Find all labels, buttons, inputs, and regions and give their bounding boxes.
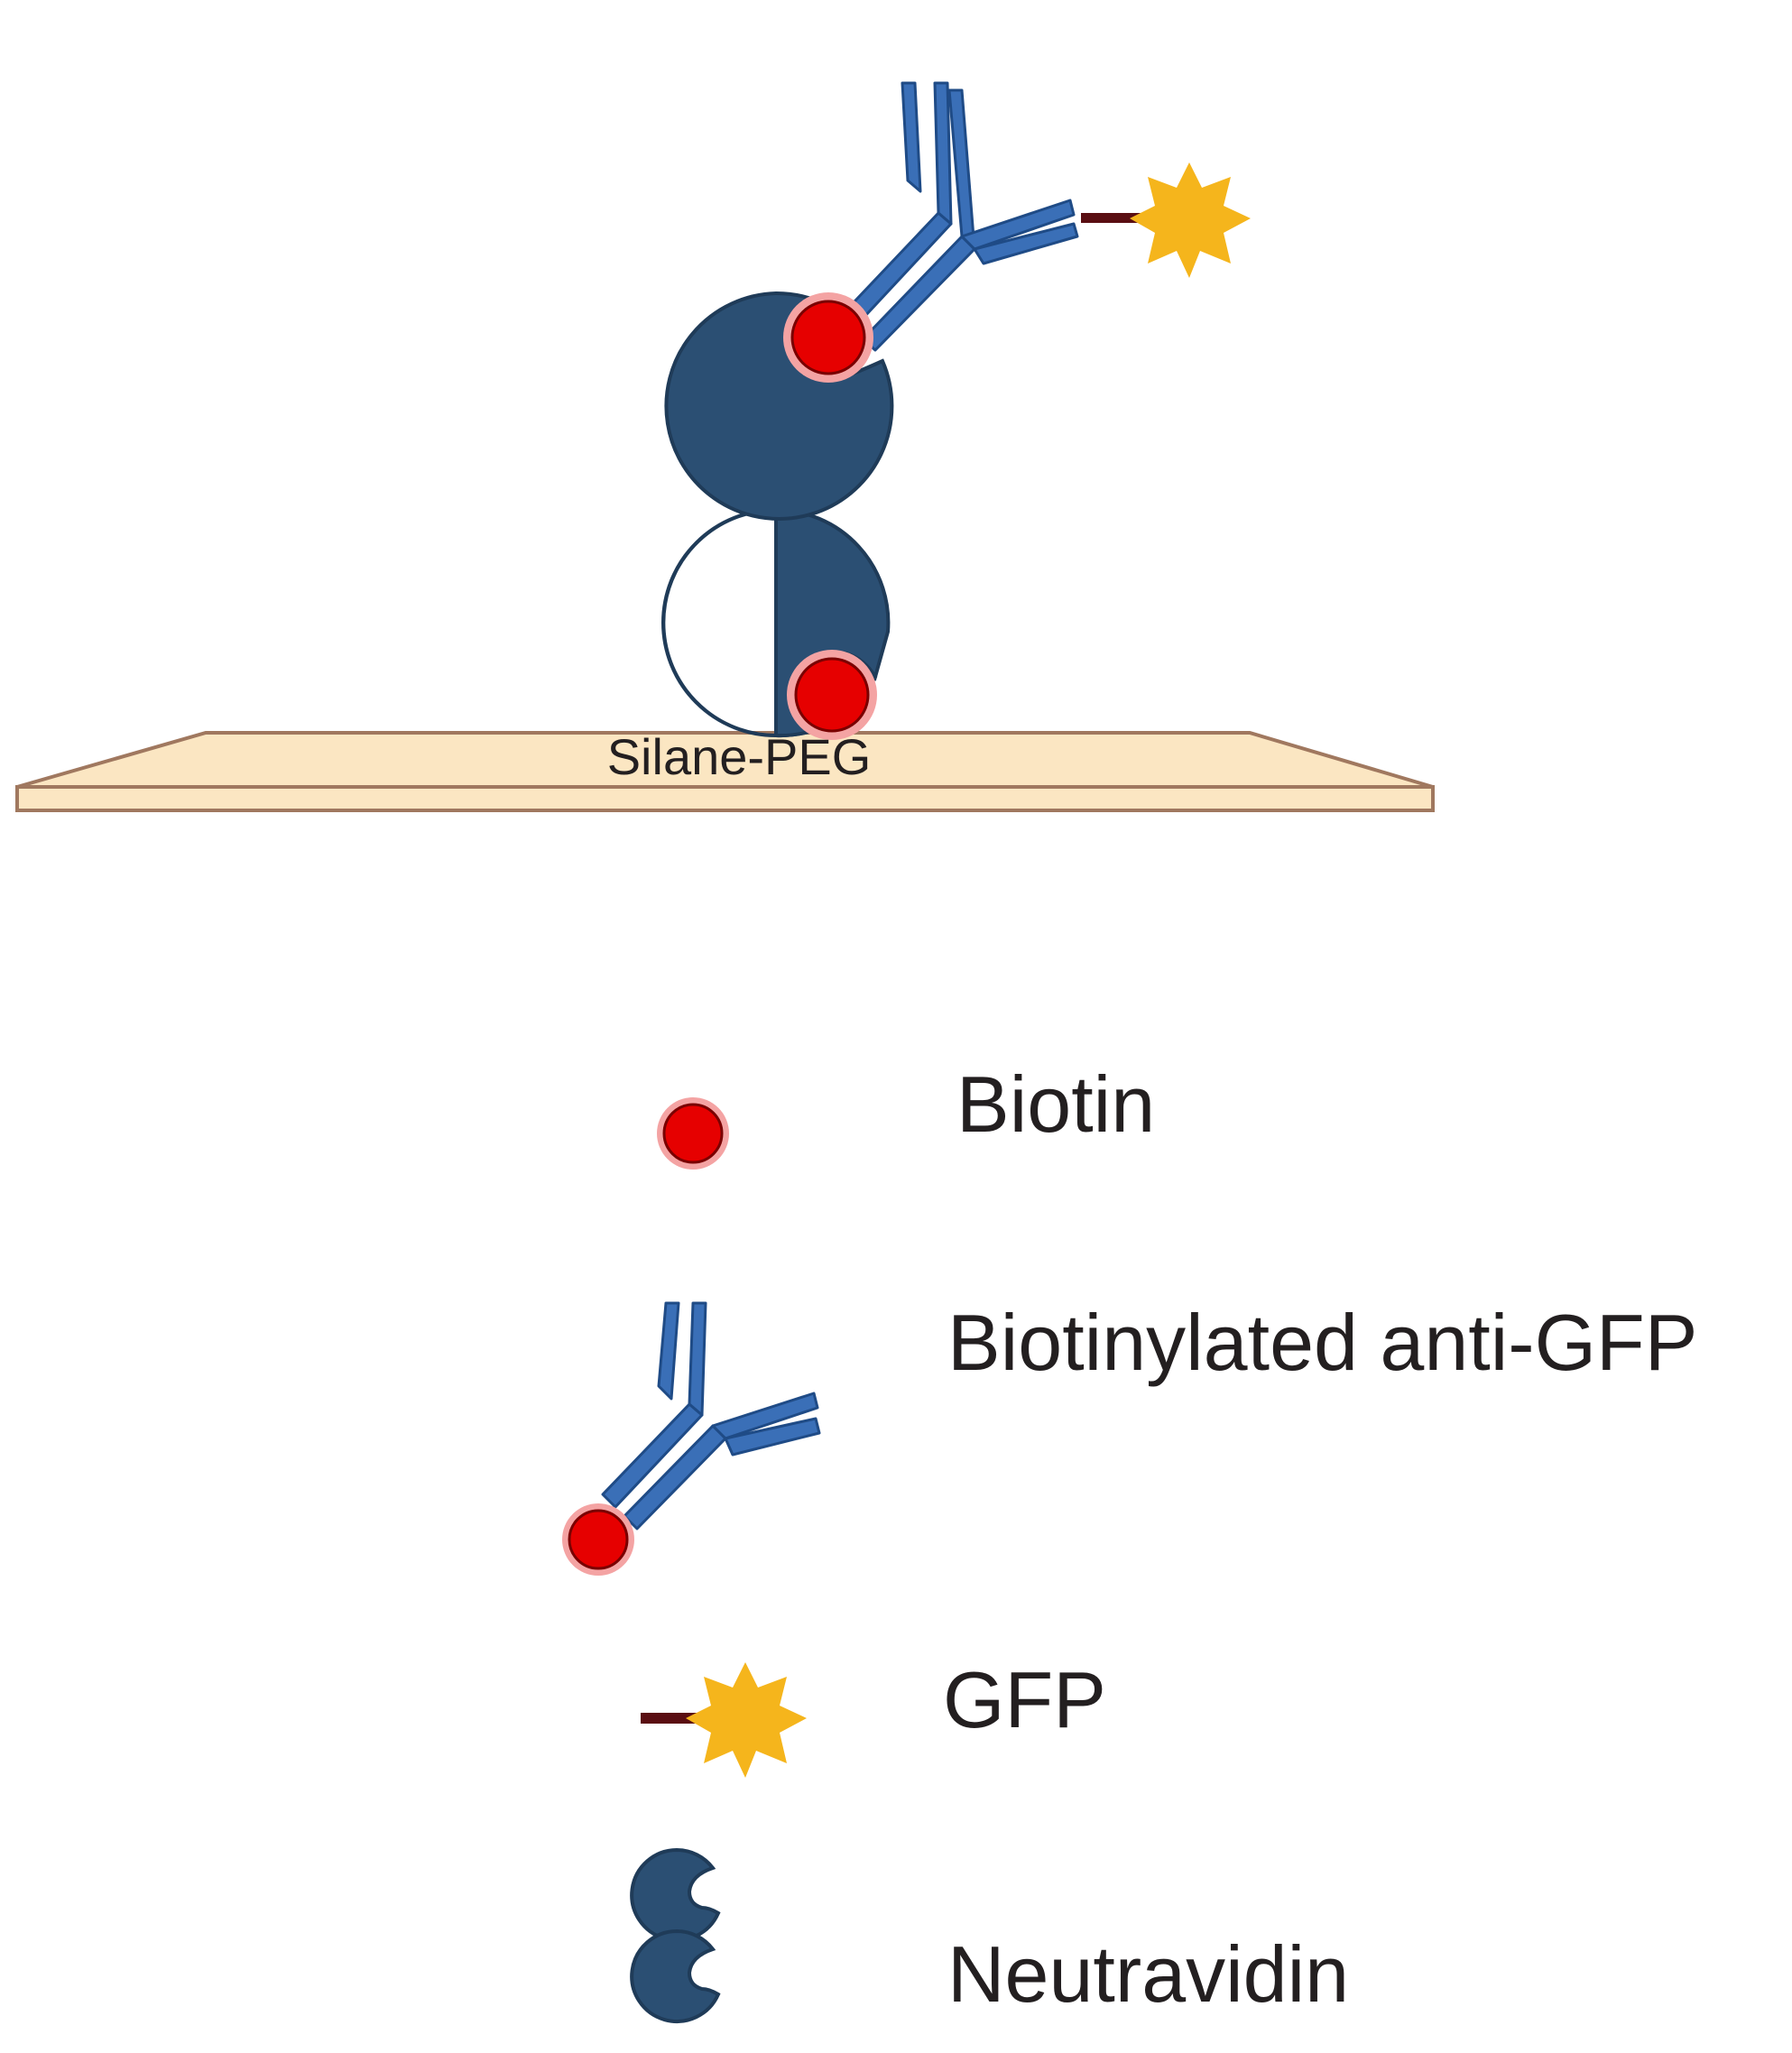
biotinylated-antibody-bound (837, 81, 1079, 352)
silane-peg-slide (15, 731, 1435, 812)
biotin-surface (787, 650, 877, 740)
slide-label: Silane-PEG (607, 728, 872, 785)
legend-item-biotin: Biotin (657, 1059, 1155, 1170)
legend-label-antibody: Biotinylated anti-GFP (947, 1298, 1698, 1387)
legend-item-neutravidin: Neutravidin (630, 1847, 1349, 2023)
antibody-icon (562, 1301, 821, 1576)
legend-label-biotin: Biotin (956, 1059, 1155, 1149)
assay-scene: Silane-PEG (15, 81, 1435, 812)
gfp-icon (641, 1662, 807, 1778)
neutravidin-icon (630, 1847, 721, 2023)
biotin-upper (783, 292, 873, 383)
legend-label-gfp: GFP (943, 1655, 1106, 1744)
legend-item-antibody: Biotinylated anti-GFP (562, 1298, 1698, 1576)
gfp-bound (1081, 162, 1251, 278)
legend: Biotin Biotinylated anti-GFP (562, 1059, 1698, 2023)
biotin-icon (657, 1097, 729, 1170)
legend-label-neutravidin: Neutravidin (947, 1929, 1349, 2019)
legend-item-gfp: GFP (641, 1655, 1106, 1778)
